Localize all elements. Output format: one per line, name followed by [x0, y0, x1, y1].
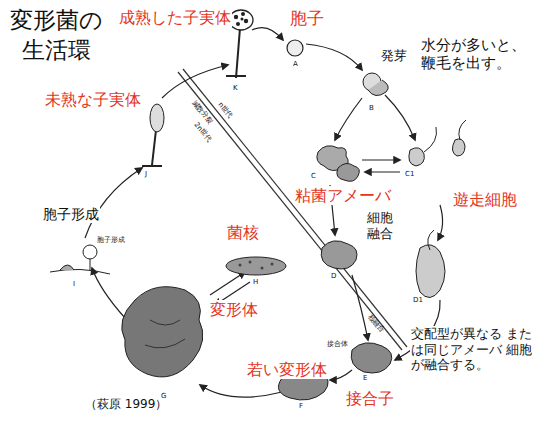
figure-letter: E — [362, 374, 368, 382]
stage-label: 成熟した子実体 — [118, 8, 232, 27]
stage-label: 接合子 — [345, 389, 395, 408]
figure-letter: J — [144, 170, 148, 178]
figure-letter: A — [292, 60, 299, 68]
stage-label: 遊走細胞 — [452, 190, 518, 209]
figure-letter: H — [252, 278, 259, 286]
note-text: 交配型が異なる または同じアメーバ 細胞が融合する。 — [410, 326, 538, 373]
diagram-title: 変形菌の 生活環 — [4, 6, 108, 66]
figure-letter: I — [72, 280, 76, 288]
stage-label: 未熟な子実体 — [44, 90, 142, 109]
stage-label: 若い変形体 — [246, 360, 328, 379]
step-label: 細胞 融合 — [366, 210, 398, 241]
step-label: 発芽 — [380, 48, 408, 64]
figure-letter: D — [330, 272, 337, 280]
figure-letter: B — [368, 104, 375, 112]
step-label: 胞子形成 — [42, 206, 100, 223]
note-text: 水分が多いと、鞭毛を出す。 — [420, 36, 534, 72]
figure-letter: F — [298, 402, 304, 410]
figure-letter: C — [310, 172, 317, 180]
stage-label: 胞子 — [289, 8, 325, 28]
figure-letter: K — [232, 84, 239, 92]
figure-letter: C1 — [404, 170, 415, 178]
figure-letter: G — [160, 392, 167, 400]
stage-label: 変形体 — [209, 300, 259, 319]
stage-label: 菌核 — [226, 223, 260, 242]
figure-small-text: 核融合 — [365, 312, 386, 335]
figure-small-text: 胞子形成 — [96, 236, 126, 244]
citation: （萩原 1999） — [84, 397, 168, 411]
figure-small-text: n世代 — [215, 100, 234, 121]
figure-small-text: 接合体 — [326, 340, 349, 348]
stage-label: 粘菌アメーバ — [294, 186, 392, 205]
figure-letter: D1 — [412, 296, 424, 304]
